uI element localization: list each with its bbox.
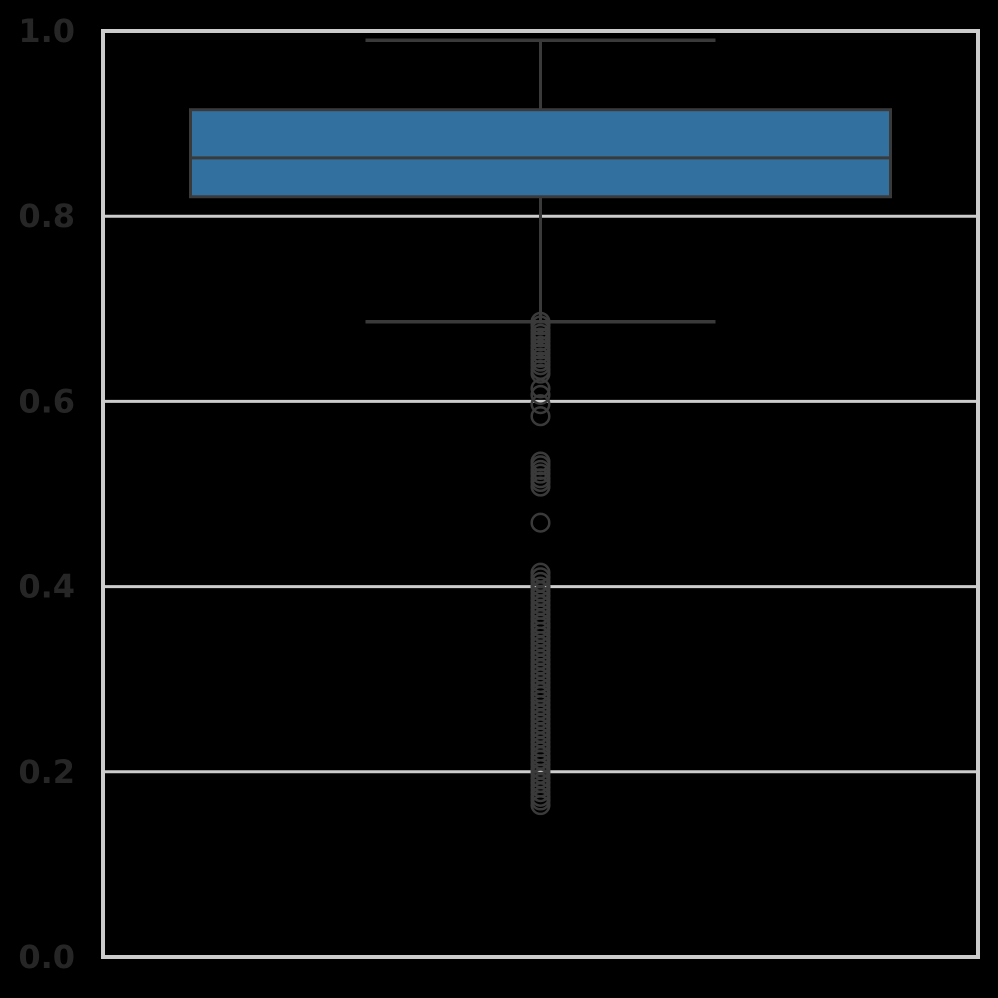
outlier-point [530,363,551,384]
box [189,108,892,199]
plot-border [101,29,980,959]
y-tick-label: 0.2 [18,753,75,791]
y-tick-label: 0.0 [18,938,75,976]
outlier-point [530,384,551,405]
outlier-point [530,795,551,816]
y-tick-label: 0.8 [18,197,75,235]
outlier-point [530,476,551,497]
outlier-point [530,512,551,533]
outlier-point [530,394,551,415]
outlier-point [530,378,551,399]
y-tick-label: 0.6 [18,382,75,420]
y-tick-label: 1.0 [18,12,75,50]
outlier-point [530,406,551,427]
y-tick-label: 0.4 [18,568,75,606]
